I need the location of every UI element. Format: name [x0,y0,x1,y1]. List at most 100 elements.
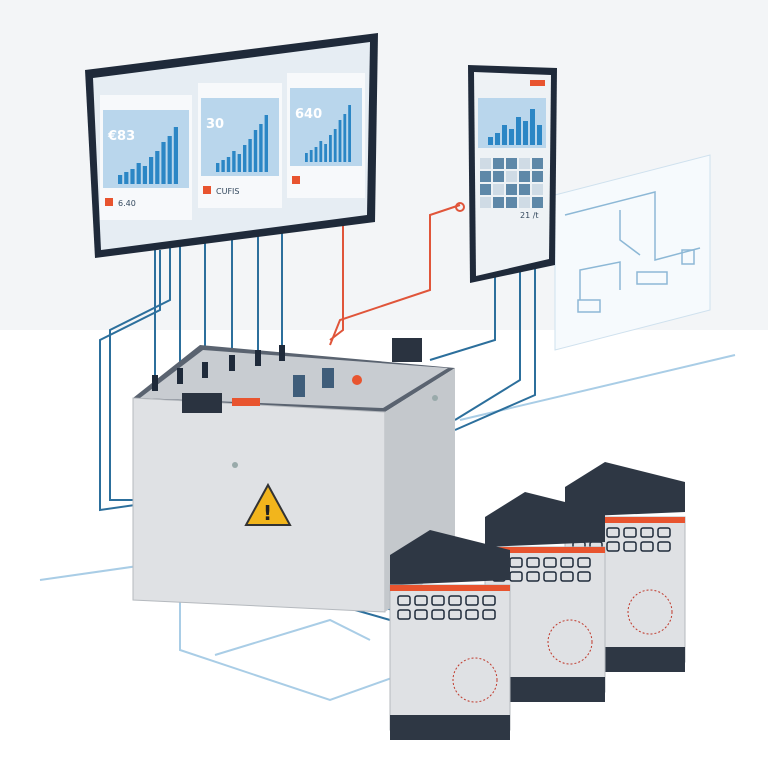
chart-bar [232,151,236,172]
dashboard-panel: 640 [287,73,365,198]
chart-bar [221,160,225,172]
module-stripe [565,517,685,523]
chart-bar [173,127,178,184]
chart-bar [130,169,135,184]
chart-bar [319,141,323,162]
thumbnail-tile [506,171,517,182]
chart-bar [495,133,500,145]
thumbnail-tile [519,197,530,208]
battery-module [389,530,511,740]
module-indicator [577,557,591,568]
module-indicator [465,609,479,620]
module-indicator [560,557,574,568]
module-indicator [482,595,496,606]
status-icon [105,198,113,206]
chart-bar [305,153,308,162]
module-indicator [657,527,671,538]
chart-bar [530,109,535,145]
module-indicator [560,571,574,582]
thumbnail-tile [532,171,543,182]
chart-bar [167,136,172,184]
chart-bar [488,137,493,145]
thumbnail-tile [519,171,530,182]
chart-bar [248,139,252,172]
chart-bar [509,129,514,145]
thumbnail-tile [532,184,543,195]
chart-bar [226,157,231,172]
panel-value: €83 [107,129,135,144]
panel-caption: CUFIS [216,187,239,196]
module-dial [627,589,673,635]
module-indicator [640,527,654,538]
thumbnail-tile [480,158,491,169]
module-indicator [577,571,591,582]
chart-bar [329,135,332,162]
module-indicator [623,527,637,538]
schematic-diagram [554,154,711,351]
module-indicator [414,609,428,620]
status-icon [292,176,300,184]
module-indicator [448,609,462,620]
thumbnail-tile [493,158,504,169]
module-stripe [390,585,510,591]
module-top [565,462,685,517]
main-cabinet: ! [132,338,455,613]
module-indicator [431,595,445,606]
thumbnail-tile [519,158,530,169]
module-indicator [543,571,557,582]
thumbnail-tile [506,158,517,169]
chart-bar [523,121,528,145]
module-base [390,715,510,740]
module-indicator [657,541,671,552]
chart-bar [309,150,313,162]
chart-bar [348,105,351,162]
thumbnail-tile [480,197,491,208]
red-cables [329,190,465,346]
module-indicator [606,541,620,552]
thumbnail-tile [480,184,491,195]
module-dial [452,657,498,703]
chart-bar [324,144,327,162]
thumbnail-tile [506,197,517,208]
module-indicator [482,609,496,620]
chart-bar [259,124,263,172]
module-indicator [623,541,637,552]
warning-icon: ! [244,482,292,526]
chart-bar [537,125,542,145]
chart-bar [338,120,342,162]
control-tablet: 21 /t [468,65,557,283]
thumbnail-tile [493,184,504,195]
module-top [390,530,510,585]
dashboard-panel: €83 6.40 [100,95,192,220]
module-indicator [640,541,654,552]
panel-value: 30 [206,117,224,132]
chart-bar [155,151,160,184]
svg-text:!: ! [263,501,272,525]
chart-bar [264,115,268,172]
thumbnail-tile [532,197,543,208]
chart-bar [149,157,154,184]
chart-bar [516,117,521,145]
thumbnail-tile [506,184,517,195]
thumbnail-tile [493,171,504,182]
module-stripe [485,547,605,553]
module-indicator [526,571,540,582]
module-dial [547,619,593,665]
chart-bar [243,145,247,172]
chart-bar [314,147,318,162]
module-indicator [526,557,540,568]
thumbnail-tile [519,184,530,195]
chart-bar [237,154,241,172]
module-indicator [448,595,462,606]
panel-caption: 6.40 [118,199,136,208]
thumbnail-tile [532,158,543,169]
status-icon [203,186,211,194]
thumbnail-tile [480,171,491,182]
module-indicator [397,609,411,620]
chart-bar [118,175,123,184]
panel-value: 640 [295,107,322,122]
chart-bar [124,172,129,184]
